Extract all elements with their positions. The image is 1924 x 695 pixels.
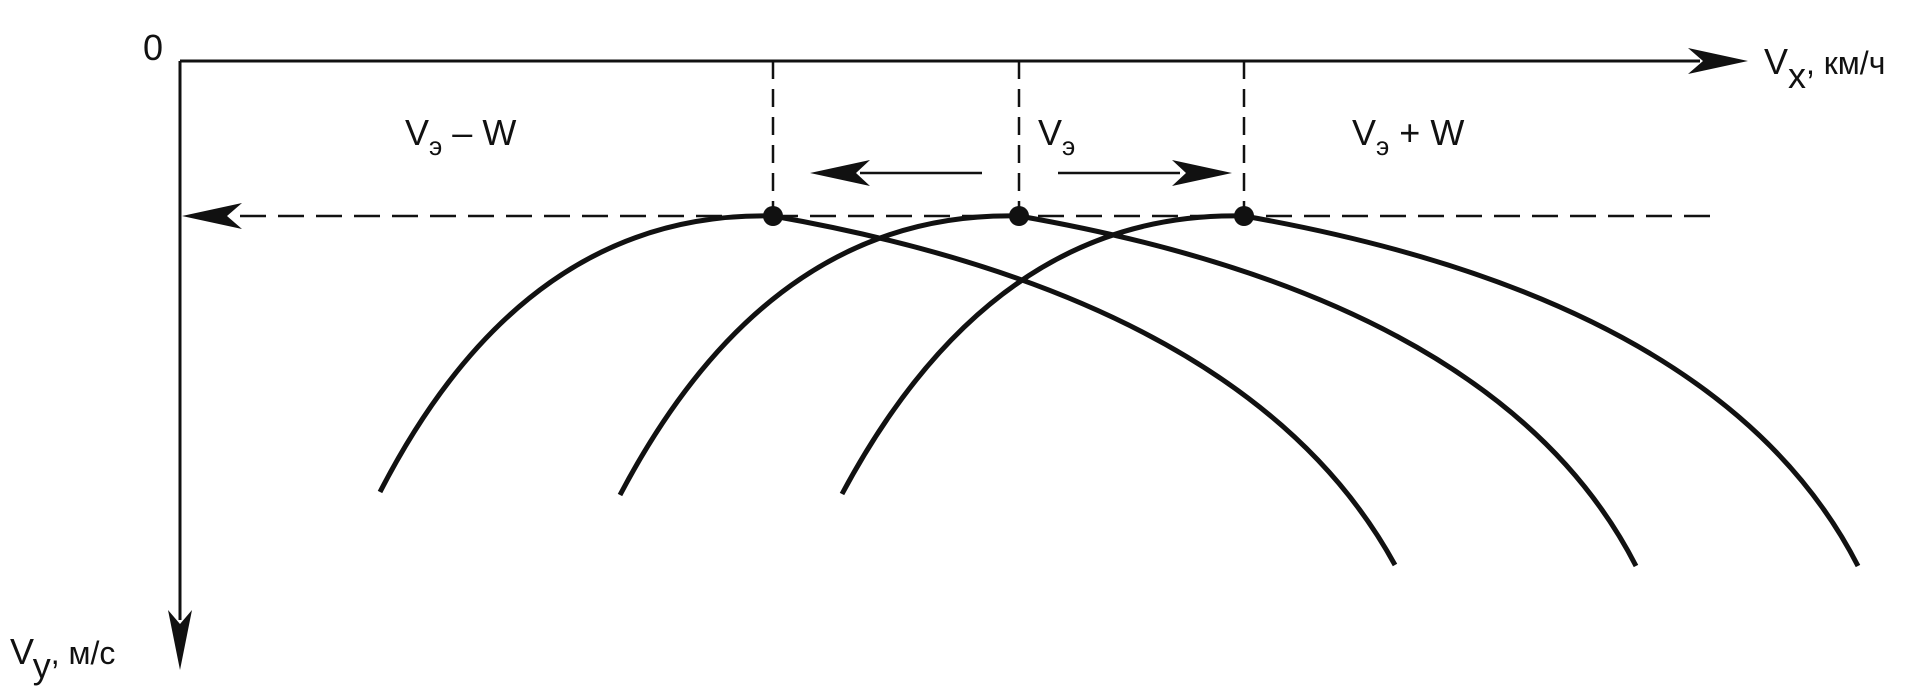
origin-label: 0 <box>143 27 163 68</box>
label-calm: Vэ <box>1038 112 1075 161</box>
curve-middle <box>617 213 1639 568</box>
curve-left <box>377 213 1398 567</box>
tangent-point-middle <box>1009 206 1029 226</box>
tangent-arrowhead <box>182 203 242 229</box>
tangent-point-left <box>763 206 783 226</box>
shift-arrow-left-head <box>810 160 870 186</box>
x-axis-arrowhead <box>1688 48 1748 74</box>
curve-right <box>839 213 1861 568</box>
shift-arrow-right-head <box>1172 160 1232 186</box>
label-headwind: Vэ – W <box>405 112 516 161</box>
label-tailwind: Vэ + W <box>1352 112 1464 161</box>
y-axis-label: Vy, м/с <box>10 631 115 686</box>
y-axis-arrowhead <box>168 610 192 670</box>
x-axis-label: Vx, км/ч <box>1764 41 1885 96</box>
tangent-point-right <box>1234 206 1254 226</box>
